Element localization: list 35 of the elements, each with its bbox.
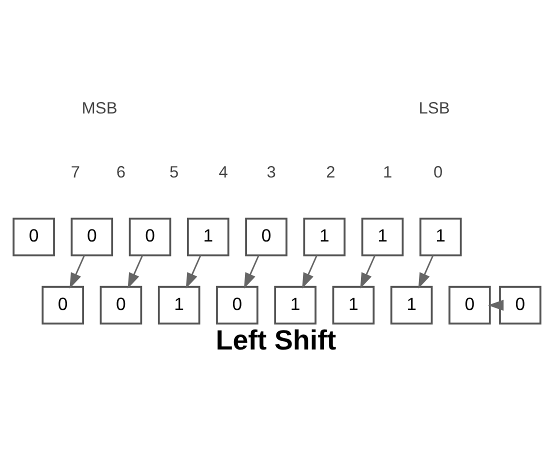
node-box: 0 [216, 286, 258, 324]
caption: Left Shift [216, 324, 336, 356]
node-box: 0 [448, 286, 491, 324]
node-box: 1 [274, 286, 316, 324]
label: 5 [169, 163, 179, 182]
node-box: 0 [128, 218, 172, 256]
arrow [186, 255, 202, 289]
arrow [244, 255, 260, 289]
node-box: 0 [245, 218, 288, 256]
arrow [360, 255, 376, 289]
node-box: 1 [332, 286, 375, 324]
arrow [128, 255, 144, 289]
node-box: 0 [42, 286, 84, 324]
node-box: 1 [390, 286, 433, 324]
node-box: 1 [186, 218, 230, 256]
node-box: 0 [70, 218, 114, 256]
arrow [418, 255, 434, 289]
label: MSB [82, 100, 118, 118]
arrow [488, 300, 504, 311]
label: 1 [382, 163, 392, 182]
label: 0 [434, 163, 443, 182]
node-box: 1 [303, 218, 346, 256]
node-box: 1 [419, 218, 462, 256]
label: 6 [116, 163, 126, 182]
node-box: 1 [361, 218, 404, 256]
node-box: 0 [100, 286, 142, 324]
node-box: 1 [158, 286, 200, 324]
arrow [302, 255, 318, 289]
label: 4 [218, 163, 228, 182]
arrow [70, 255, 85, 289]
label: LSB [418, 100, 450, 118]
label: 3 [266, 163, 276, 182]
label: 2 [326, 163, 336, 182]
label: 7 [70, 163, 80, 182]
node-box: 0 [12, 218, 55, 256]
